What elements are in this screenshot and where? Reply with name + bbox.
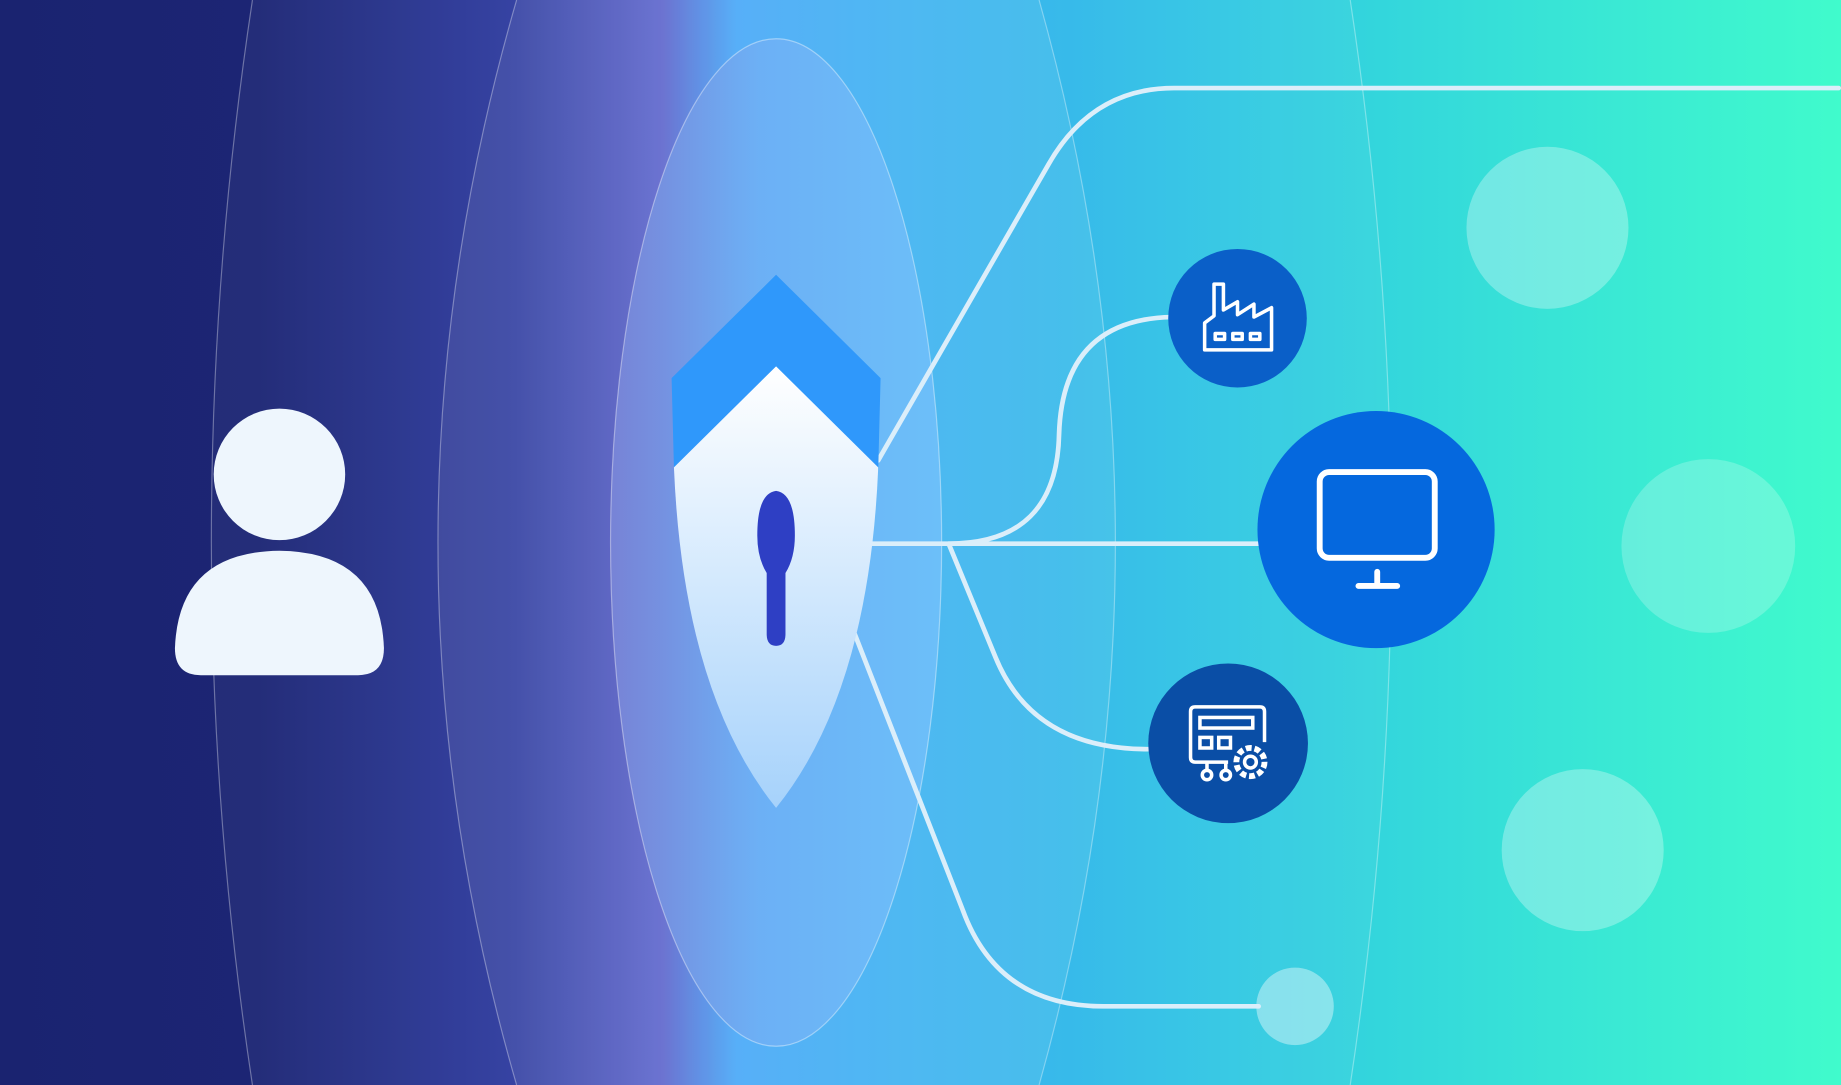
shield-keyhole-icon [671,274,881,808]
connector-lines [852,85,1841,1009]
user-icon [174,408,384,676]
factory-icon [1202,282,1274,352]
controller-node[interactable] [1148,663,1308,824]
decorative-circle [1501,769,1664,932]
decorative-circle [1621,459,1796,633]
control-panel-gear-icon [1188,705,1268,782]
monitor-node[interactable] [1257,410,1495,649]
decorative-circle [1256,967,1334,1046]
factory-node[interactable] [1168,248,1307,388]
monitor-icon [1316,469,1438,589]
decorative-circle [1466,146,1629,309]
